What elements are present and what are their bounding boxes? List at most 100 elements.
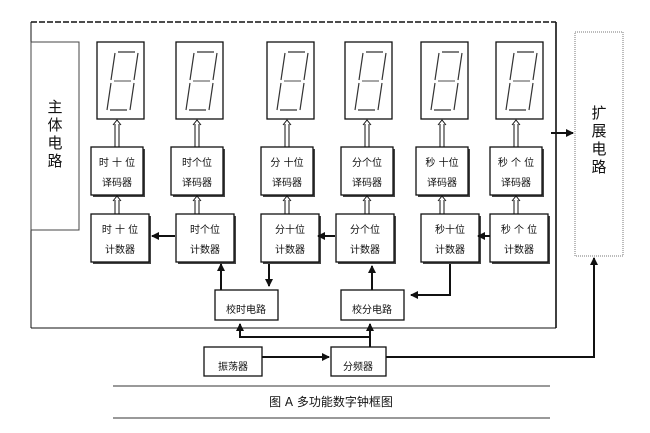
segment [106, 82, 112, 111]
decoder-label-line1: 秒 个 位 [498, 156, 534, 169]
counter-label-line2: 计数器 [504, 243, 534, 256]
decoder-label-line2: 译码器 [501, 177, 531, 189]
segment [358, 52, 364, 81]
decoder-label-line1: 分 十位 [270, 156, 303, 169]
segment [354, 82, 360, 111]
decoder-label-line1: 时 十 位 [99, 156, 135, 169]
segment [303, 52, 309, 81]
bus-arrow [192, 119, 202, 147]
main-circuit-block: 主 体 电 路 [30, 41, 80, 231]
figure-caption: 图 A 多功能数字钟框图 [269, 394, 393, 409]
counter-label-line1: 分十位 [275, 223, 305, 236]
expansion-circuit-label-4: 路 [591, 158, 606, 176]
bus-arrow [362, 195, 372, 214]
segment [453, 82, 459, 111]
seven-segment-display-hour-ones [175, 41, 224, 120]
hour-adjust-label: 校时电路 [226, 303, 266, 316]
wiring [217, 257, 598, 361]
double-line-connectors [112, 119, 521, 214]
segment [189, 52, 195, 81]
segment [208, 82, 214, 111]
segment [377, 82, 383, 111]
decoder-label-line2: 译码器 [272, 177, 302, 189]
decoder-label-line2: 译码器 [102, 177, 132, 189]
segment [381, 52, 387, 81]
figure-caption-block: 图 A 多功能数字钟框图 [113, 385, 550, 419]
counter-label-line1: 秒十位 [435, 223, 465, 236]
segment [129, 82, 135, 111]
minute-adjust-block: 校分电路 [340, 289, 405, 321]
wire-divider-to-expansion [386, 257, 598, 358]
main-circuit-label-1: 主 [47, 98, 62, 116]
decoder-label-line1: 时个位 [182, 156, 212, 169]
decoder-label-line2: 译码器 [427, 177, 457, 189]
segment [110, 52, 116, 81]
counter-label-line1: 时 十 位 [102, 223, 138, 236]
main-circuit-label-3: 电 [47, 134, 62, 152]
minute-adjust-label: 校分电路 [352, 303, 392, 316]
seven-segment-display-min-ones [344, 41, 393, 120]
bus-arrow [282, 195, 292, 214]
bus-arrow [511, 195, 521, 214]
oscillator-label: 振荡器 [218, 360, 248, 373]
seven-segment-displays [96, 41, 544, 120]
bus-arrow [437, 119, 447, 147]
wire-second-tens-carry [410, 264, 451, 299]
counter-label-line1: 秒 个 位 [501, 223, 537, 236]
decoder-label-line1: 秒 十位 [425, 156, 458, 169]
divider-block: 分频器 [330, 346, 387, 377]
segment [133, 52, 139, 81]
main-circuit-label-4: 路 [47, 152, 62, 170]
bus-arrow [282, 119, 292, 147]
decoder-label-line2: 译码器 [182, 177, 212, 189]
expansion-circuit-label-1: 扩 [591, 104, 606, 122]
counter-label-line1: 分个位 [350, 223, 380, 236]
segment [434, 52, 440, 81]
seven-segment-display-min-tens [266, 41, 315, 120]
decoder-label-line2: 译码器 [352, 177, 382, 189]
counter-label-line2: 计数器 [435, 243, 465, 256]
counter-label-line1: 时个位 [190, 223, 220, 236]
segment [280, 52, 286, 81]
segment [505, 82, 511, 111]
bus-arrow [362, 119, 372, 147]
segment [430, 82, 436, 111]
bus-arrow [511, 119, 521, 147]
seven-segment-display-sec-ones [495, 41, 544, 120]
counter-label-line2: 计数器 [190, 243, 220, 256]
hour-adjust-block: 校时电路 [214, 289, 279, 321]
counter-label-line2: 计数器 [275, 243, 305, 256]
segment [185, 82, 191, 111]
seven-segment-display-hour-tens [96, 41, 145, 120]
bus-arrow [112, 195, 122, 214]
bus-arrow [437, 195, 447, 214]
decoder-label-line1: 分个位 [352, 156, 382, 169]
segment [457, 52, 463, 81]
segment [509, 52, 515, 81]
segment [299, 82, 305, 111]
bus-arrow [112, 119, 122, 147]
segment [212, 52, 218, 81]
oscillator-block: 振荡器 [203, 346, 263, 377]
counter-label-line2: 计数器 [105, 243, 135, 256]
expansion-circuit-label-2: 展 [591, 122, 606, 140]
counter-label-line2: 计数器 [350, 243, 380, 256]
segment [276, 82, 282, 111]
wire-divider-to-hour-adjust [236, 323, 371, 347]
segment [532, 52, 538, 81]
divider-label: 分频器 [343, 360, 373, 373]
